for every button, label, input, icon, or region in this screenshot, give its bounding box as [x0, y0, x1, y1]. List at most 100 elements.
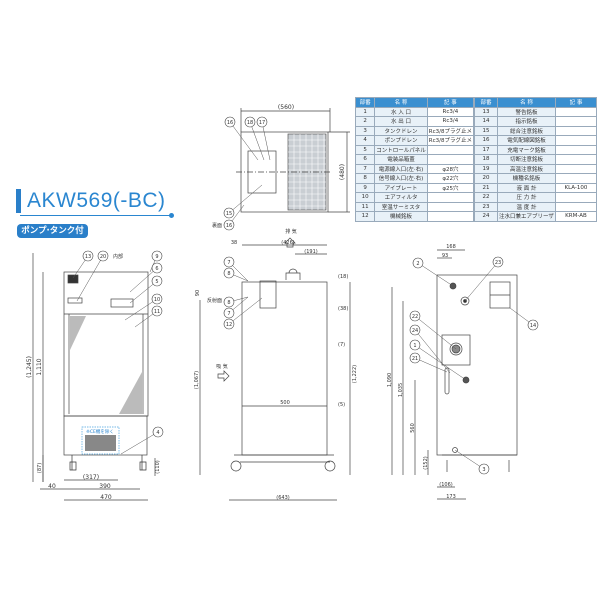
callout-rear-view: 1 [409, 339, 467, 381]
callout-rear-view: 24 [409, 324, 451, 374]
callout-number: 14 [530, 323, 536, 329]
callout-number: 8 [227, 271, 230, 277]
dim-500: 500 [280, 400, 290, 406]
callout-number: 3 [482, 467, 485, 473]
callout-number: 9 [155, 254, 158, 260]
dim-38: 38 [231, 240, 237, 246]
callout-number: 18 [247, 120, 253, 126]
dim-643: (643) [276, 495, 289, 501]
callout-top-view: 15 [223, 184, 263, 219]
callout-rear-view: 14 [509, 307, 539, 331]
dim-drain-offset: (317) [83, 474, 99, 481]
callout-front-view: 11 [134, 305, 163, 328]
variant-badge: ポンプ·タンク付 [17, 224, 88, 238]
callout-rear-view: 3 [454, 449, 490, 475]
callout-top-view: 18 [244, 116, 265, 161]
callout-number: 17 [259, 120, 265, 126]
cell-no: 12 [354, 211, 376, 222]
dim-1035: 1,035 [398, 383, 404, 397]
cell-note: KRM-AB [554, 211, 598, 222]
ce-note: ※CE機を除く [86, 428, 114, 435]
dim-1090: 1,090 [387, 373, 393, 387]
callout-top-view: 16 [224, 116, 259, 161]
dim-width-top: (560) [278, 104, 294, 111]
callout-number: 8 [227, 300, 230, 306]
callout-front-view: 4 [120, 426, 164, 455]
inside-label: 内部 [113, 253, 123, 260]
callout-front-view: 13 [72, 250, 94, 279]
cell-no: 24 [474, 211, 498, 222]
dim-7: (7) [338, 342, 345, 348]
callout-side-view: 7 [223, 296, 249, 319]
callout-number: 16 [226, 223, 232, 229]
callout-number: 24 [412, 328, 418, 334]
callout-side-view: 8 [223, 267, 249, 282]
callout-number: 16 [227, 120, 233, 126]
side-view: 排 気 吸 気 反射面 38 (426) (191) (18) (38) (7)… [194, 228, 358, 501]
callout-number: 11 [154, 309, 160, 315]
callout-rear-view: 21 [409, 352, 448, 373]
reflect-label: 反射面 [207, 297, 222, 304]
dim-152: (152) [423, 456, 429, 469]
callout-number: 7 [227, 260, 230, 266]
cell-note [426, 211, 475, 222]
dim-5: (5) [338, 402, 345, 408]
title-underline-dot [169, 213, 174, 218]
dim-caster-pitch: 390 [99, 483, 111, 490]
dim-93: 93 [442, 253, 448, 259]
dim-18: (18) [338, 274, 348, 280]
callout-number: 20 [100, 254, 106, 260]
dim-left-offset: 40 [48, 483, 56, 490]
callout-side-view: 12 [223, 297, 263, 330]
intake-label: 吸 気 [216, 363, 228, 370]
callout-number: 23 [495, 260, 501, 266]
callout-number: 12 [226, 322, 232, 328]
model-title: AKW569(-BC) [16, 189, 166, 213]
callout-number: 22 [412, 314, 418, 320]
rear-view: 168 93 1,090 1,035 560 (152) (106) 173 [387, 244, 518, 500]
top-view: (560) (480) 裏面 [212, 104, 350, 229]
dim-38b: (38) [338, 306, 348, 312]
dim-caster-height: (110) [155, 460, 161, 473]
dim-depth-top: (480) [339, 164, 346, 180]
callout-number: 21 [412, 356, 418, 362]
dim-1222: (1,222) [352, 365, 358, 383]
callout-rear-view: 22 [409, 310, 457, 350]
callout-number: 15 [226, 211, 232, 217]
callout-top-view: 16 [223, 204, 245, 231]
title-underline [20, 215, 172, 216]
dim-base-height: (87) [37, 463, 43, 473]
callout-rear-view: 2 [412, 257, 454, 287]
dim-width: 470 [100, 494, 112, 501]
exhaust-label: 排 気 [285, 228, 297, 235]
callout-front-view: 20 [76, 250, 109, 302]
dim-191: (191) [304, 249, 317, 255]
dim-426: (426) [281, 240, 294, 246]
dim-168: 168 [446, 244, 456, 250]
callout-number: 1 [413, 343, 416, 349]
dim-body-height: 1,110 [36, 358, 43, 375]
dim-1067: (1,067) [194, 371, 200, 389]
dim-90: 90 [195, 290, 201, 296]
callout-rear-view: 23 [464, 256, 504, 302]
callout-number: 5 [155, 279, 158, 285]
callout-number: 13 [85, 254, 91, 260]
callout-number: 6 [155, 266, 158, 272]
front-view: ※CE機を除く 内部 (1,245) 1,110 (87) (110) (317… [26, 253, 161, 501]
callout-number: 2 [416, 261, 419, 267]
dim-560: 560 [410, 423, 416, 433]
callout-front-view: 6 [129, 262, 163, 293]
callout-number: 10 [154, 297, 160, 303]
dim-overall-height: (1,245) [26, 356, 33, 378]
callout-front-view: 5 [129, 275, 163, 304]
